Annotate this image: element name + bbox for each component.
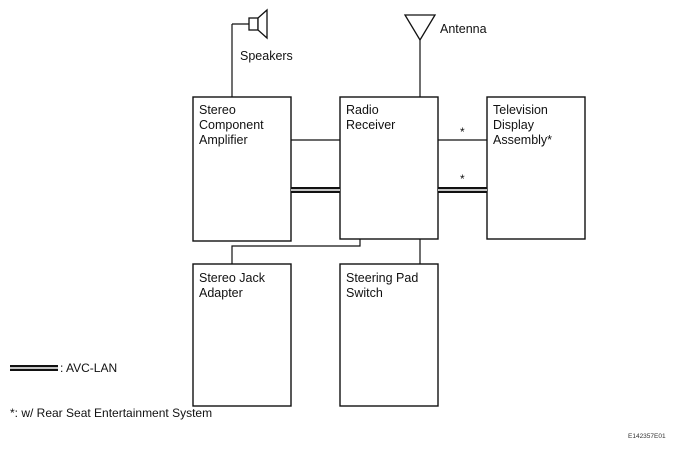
rear-seat-footnote: *: w/ Rear Seat Entertainment System (10, 406, 213, 420)
antenna-icon (403, 14, 437, 42)
antenna-label: Antenna (440, 22, 487, 36)
tv-signal-asterisk: * (460, 125, 465, 139)
tv-avc-asterisk: * (460, 172, 465, 186)
speaker-icon (248, 8, 268, 40)
receiver-jack-wire (231, 239, 361, 264)
radio-receiver-box (339, 96, 439, 240)
avc-lan-legend-label: : AVC-LAN (60, 361, 118, 375)
stereo-jack-adapter-box (192, 263, 292, 407)
stereo-component-amplifier-label: Stereo Component Amplifier (199, 103, 264, 147)
stereo-component-amplifier-box (192, 96, 292, 242)
television-display-assembly-label: Television Display Assembly* (493, 103, 553, 147)
figure-id: E142357E01 (628, 433, 666, 440)
steering-pad-switch-box (339, 263, 439, 407)
speakers-label: Speakers (240, 49, 293, 63)
radio-receiver-label: Radio Receiver (346, 103, 396, 132)
steering-pad-switch-label: Steering Pad Switch (346, 271, 419, 300)
television-display-assembly-box (486, 96, 586, 240)
stereo-jack-adapter-label: Stereo Jack Adapter (199, 271, 266, 300)
